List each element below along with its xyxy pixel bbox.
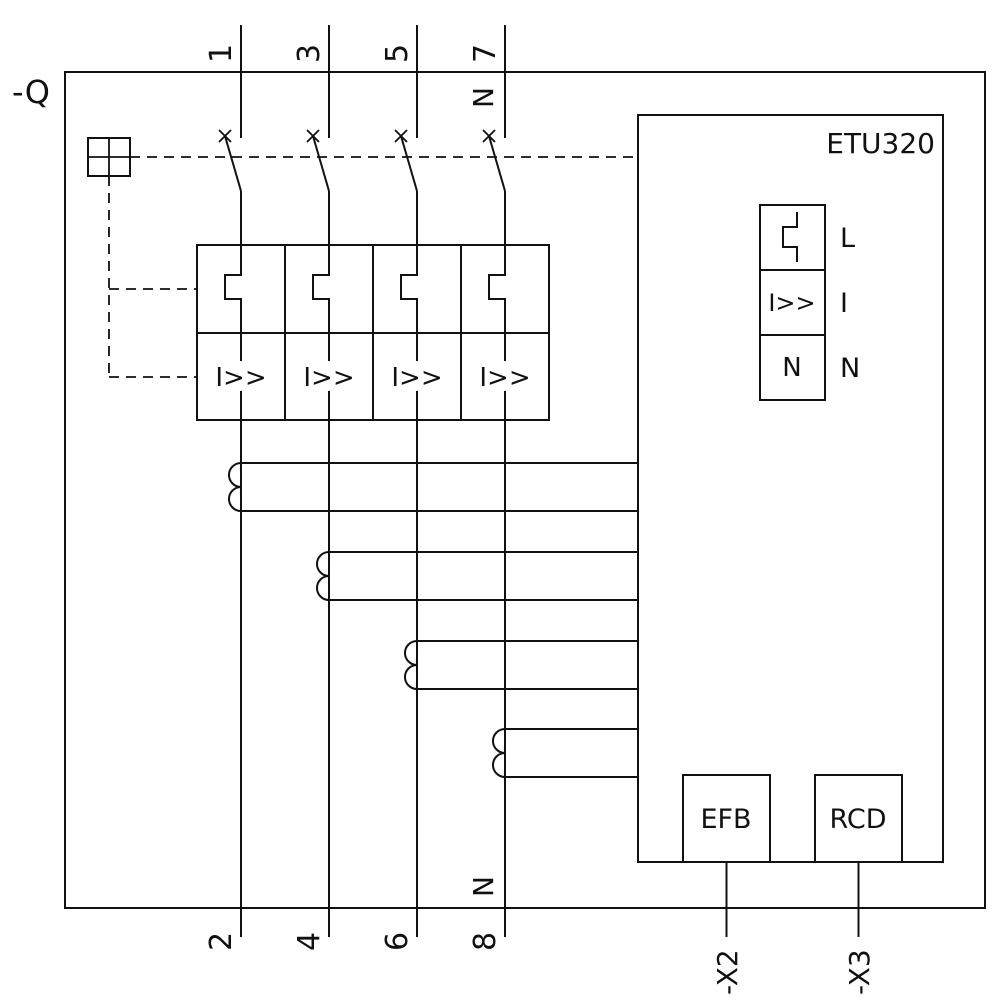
terminal-label-3: 3: [292, 44, 327, 63]
overload-release-symbol: [312, 245, 330, 333]
etu-function-table-grid: [760, 269, 825, 336]
connector-label-x2: -X2: [711, 949, 744, 995]
etu-instantaneous-symbol: I>>: [768, 289, 815, 317]
terminal-labels-bottom: 2 4 6 8 N: [204, 876, 503, 951]
etu-function-table: [759, 204, 826, 401]
instantaneous-release-label: I>>: [391, 363, 442, 393]
terminal-label-6: 6: [380, 932, 415, 951]
ct-winding-pole-2: [316, 551, 330, 601]
etu-row-label-I: I: [840, 288, 848, 319]
etu-border: [637, 114, 944, 863]
instantaneous-release-label: I>>: [479, 363, 530, 393]
pole-1: [218, 25, 242, 937]
label-mask: [389, 361, 445, 391]
ct-tap-lines-pole-1: [241, 462, 638, 512]
label-mask: [477, 361, 533, 391]
ct-tap-lines-pole-4: [505, 728, 638, 778]
etu-box: ETU320 I>> N L I N EFB RCD: [637, 114, 944, 863]
etu-neutral-symbol: N: [782, 353, 801, 383]
overload-release-symbol: [782, 212, 798, 262]
pole-4-neutral: [482, 25, 506, 937]
terminal-label-8: 8: [468, 932, 503, 951]
etu-row-label-N: N: [840, 353, 860, 384]
mechanical-linkage: [87, 137, 638, 378]
terminal-label-2: 2: [204, 932, 239, 951]
etu-row-label-L: L: [840, 223, 855, 254]
terminal-labels-top: 1 3 5 7 N: [204, 44, 503, 108]
breaker-contact-blade: [224, 135, 242, 192]
device-reference-label: -Q: [12, 73, 50, 111]
overload-release-symbol: [400, 245, 418, 333]
breaker-contact-blade: [400, 135, 418, 192]
breaker-contact-blade: [488, 135, 506, 192]
ct-winding-pole-4: [492, 728, 506, 778]
mechanism-cross-icon: [88, 138, 130, 176]
label-mask: [213, 361, 269, 391]
terminal-label-1: 1: [204, 44, 239, 63]
neutral-label-top: N: [467, 87, 500, 108]
ct-winding-pole-3: [404, 640, 418, 690]
pole-3: [394, 25, 418, 937]
ct-tap-lines-pole-3: [417, 640, 638, 690]
current-transformers: [228, 462, 638, 778]
etu-title: ETU320: [826, 127, 935, 160]
overload-release-symbol: [488, 245, 506, 333]
overload-release-symbol: [224, 245, 242, 333]
terminal-label-4: 4: [292, 932, 327, 951]
breaker-contact-blade: [312, 135, 330, 192]
connector-label-x3: -X3: [843, 949, 876, 995]
terminal-label-5: 5: [380, 44, 415, 63]
ct-tap-lines-pole-2: [329, 551, 638, 601]
instantaneous-release-label: I>>: [215, 363, 266, 393]
neutral-label-bottom: N: [467, 876, 500, 897]
efb-module-label: EFB: [700, 804, 751, 835]
terminal-label-7: 7: [468, 44, 503, 63]
release-table-grid: [197, 245, 549, 420]
aux-connectors: -X2 -X3: [711, 862, 876, 995]
enclosure-border: [64, 71, 986, 909]
ct-winding-pole-1: [228, 462, 242, 512]
rcd-module-label: RCD: [829, 804, 886, 835]
label-mask: [301, 361, 357, 391]
release-table: I>> I>> I>> I>>: [196, 244, 550, 421]
instantaneous-release-label: I>>: [303, 363, 354, 393]
pole-2: [306, 25, 330, 937]
